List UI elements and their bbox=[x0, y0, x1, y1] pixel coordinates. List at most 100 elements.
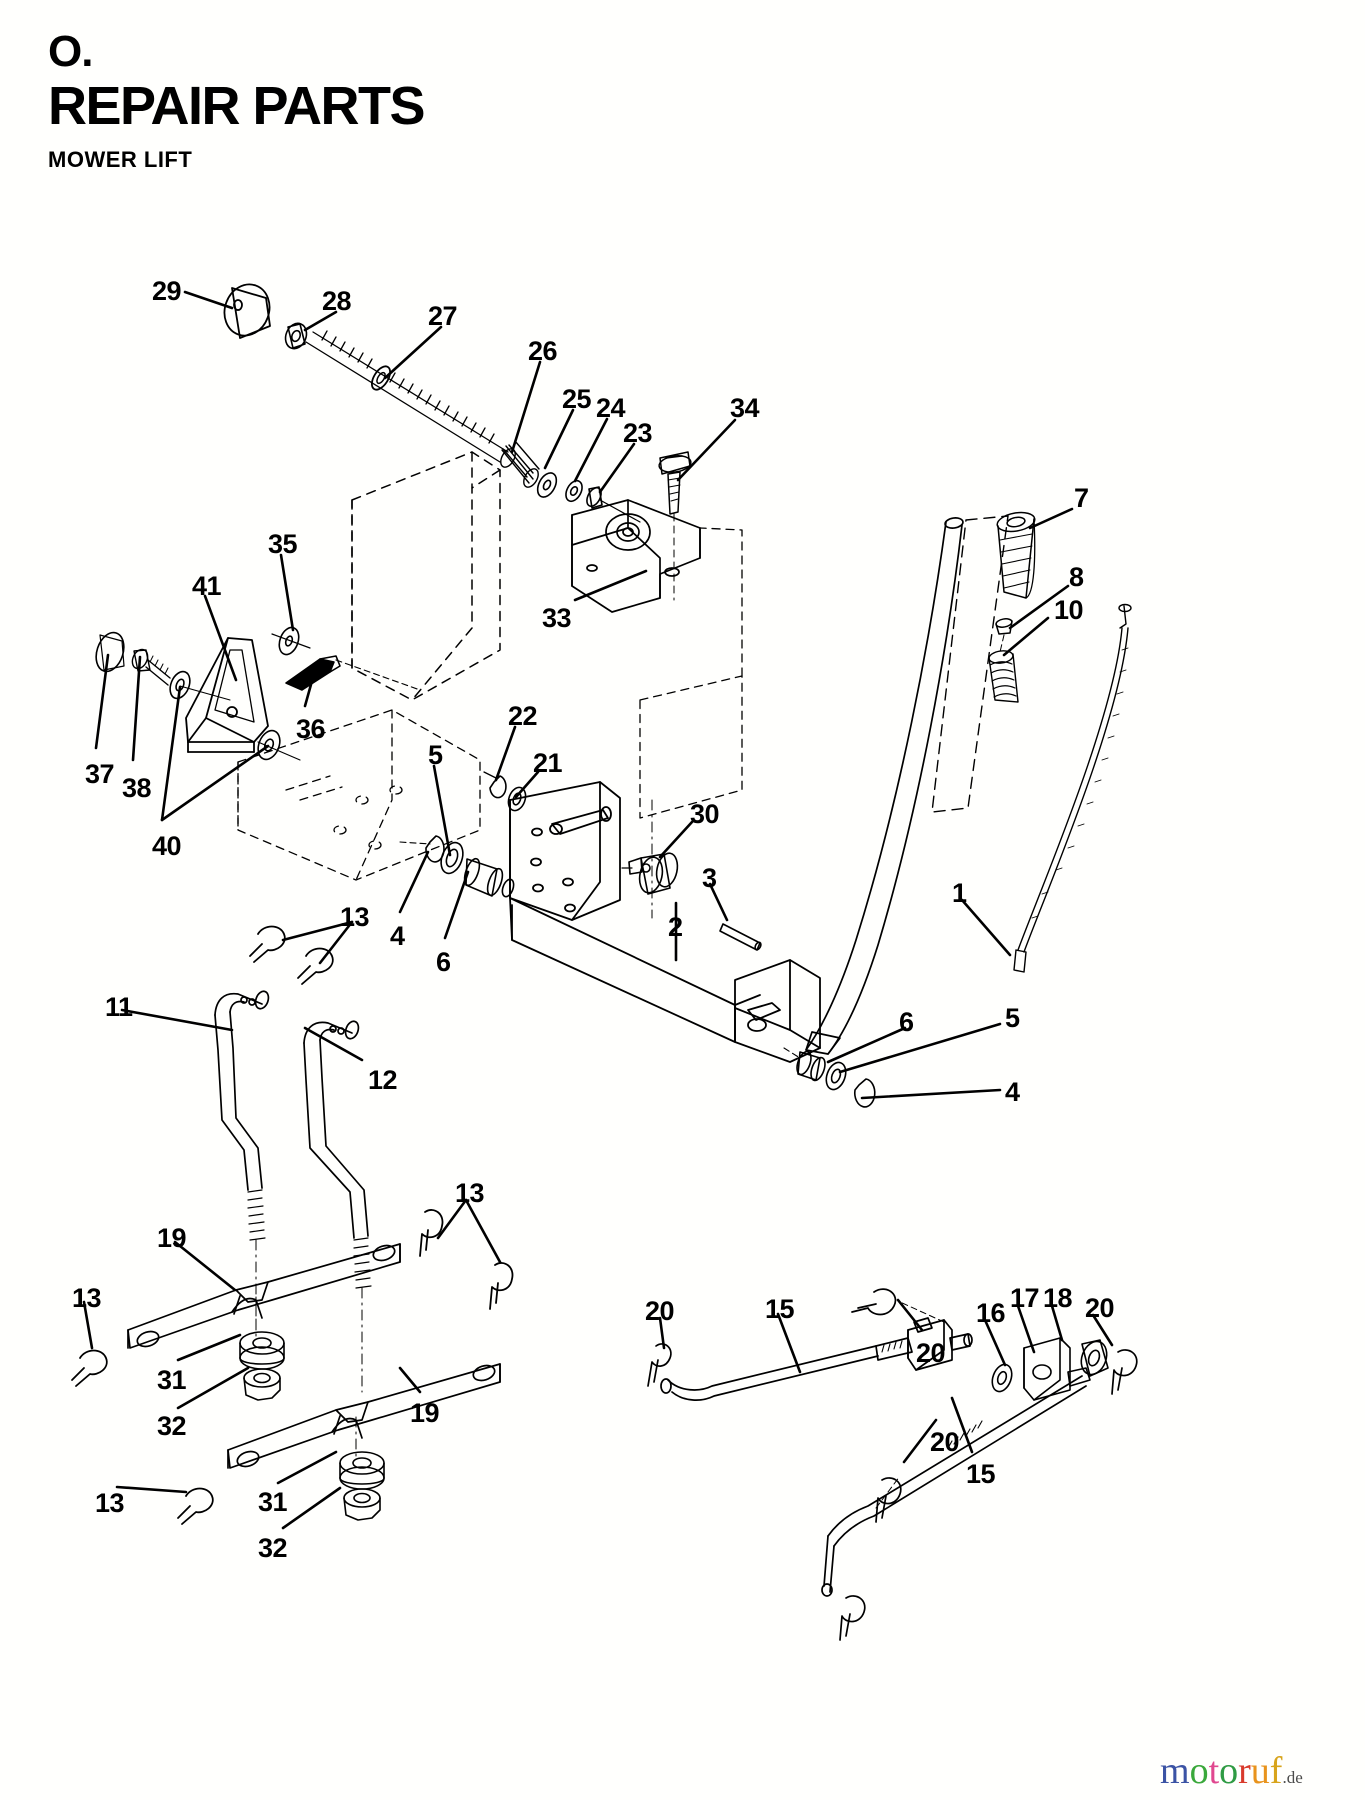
logo-letter-t: t bbox=[1208, 1750, 1220, 1792]
part-10-spring bbox=[988, 649, 1018, 702]
callout-38: 38 bbox=[122, 773, 152, 803]
callout-30: 30 bbox=[690, 799, 720, 829]
part-13-hairpin-mid-b bbox=[490, 1263, 513, 1309]
part-38-bolt bbox=[129, 647, 170, 685]
part-20-hairpin-d bbox=[876, 1478, 901, 1522]
callout-19-a: 19 bbox=[157, 1223, 187, 1253]
part-37-cap bbox=[91, 629, 128, 675]
callout-26: 26 bbox=[528, 336, 558, 366]
part-4b-e-clip bbox=[855, 1079, 875, 1107]
part-13-hairpin-lowleft bbox=[178, 1489, 213, 1525]
logo-letter-m: m bbox=[1160, 1750, 1190, 1792]
callout-15-a: 15 bbox=[765, 1294, 795, 1324]
callout-20-d: 20 bbox=[930, 1427, 960, 1457]
ghost-chassis-frame bbox=[238, 528, 742, 880]
callout-28: 28 bbox=[322, 286, 352, 316]
callout-4-lower: 4 bbox=[1005, 1077, 1020, 1107]
part-8-plug bbox=[995, 618, 1012, 652]
part-15-front-rod-upper bbox=[661, 1302, 972, 1400]
part-1-lift-lever bbox=[806, 517, 964, 1054]
callout-6-lower: 6 bbox=[899, 1007, 914, 1037]
callout-19-b: 19 bbox=[410, 1398, 440, 1428]
part-19-suspension-arm-lower bbox=[228, 1363, 500, 1469]
logo-letter-r: r bbox=[1238, 1750, 1251, 1792]
part-5b-washer bbox=[823, 1060, 849, 1092]
part-35-washer bbox=[272, 625, 310, 657]
ghost-mounting-panel bbox=[352, 452, 500, 700]
callout-1: 1 bbox=[952, 878, 967, 908]
part-13-hairpin-upper-b bbox=[298, 949, 333, 985]
part-33-bracket bbox=[572, 500, 700, 612]
part-17-clevis bbox=[1024, 1338, 1090, 1400]
callout-13-c: 13 bbox=[72, 1283, 102, 1313]
callout-27: 27 bbox=[428, 301, 458, 331]
part-15-front-rod-lower bbox=[822, 1376, 1086, 1596]
part-29-knob bbox=[217, 278, 276, 342]
section-letter: O. bbox=[48, 27, 93, 76]
callout-35: 35 bbox=[268, 529, 298, 559]
callout-21: 21 bbox=[533, 748, 563, 778]
part-21-bushing bbox=[505, 785, 528, 813]
callout-4-upper: 4 bbox=[390, 921, 405, 951]
part-13-hairpin-left bbox=[72, 1351, 107, 1387]
leader-lines bbox=[84, 292, 1112, 1528]
part-20-hairpin-a bbox=[648, 1344, 671, 1386]
part-27-threaded-rod bbox=[306, 331, 508, 462]
part-20-hairpin-c bbox=[1112, 1350, 1137, 1394]
part-11-lift-link-left bbox=[215, 989, 271, 1330]
part-18-nut bbox=[1077, 1338, 1111, 1378]
logo-letter-f: f bbox=[1269, 1750, 1283, 1792]
part-30-pivot-collar bbox=[622, 800, 680, 918]
part-2-lift-link bbox=[510, 782, 820, 1062]
callout-40: 40 bbox=[152, 831, 182, 861]
part-34-screw bbox=[658, 452, 692, 600]
part-32-lock-nut-lower bbox=[344, 1489, 380, 1520]
callout-12: 12 bbox=[368, 1065, 398, 1095]
callout-29: 29 bbox=[152, 276, 182, 306]
part-20-hairpin-e bbox=[840, 1596, 865, 1640]
callout-22: 22 bbox=[508, 701, 538, 731]
logo-letter-o2: o bbox=[1219, 1750, 1239, 1792]
part-24-washer bbox=[563, 478, 586, 504]
callout-23: 23 bbox=[623, 418, 653, 448]
logo-letter-u: u bbox=[1250, 1750, 1270, 1792]
callout-32-a: 32 bbox=[157, 1411, 187, 1441]
callout-33: 33 bbox=[542, 603, 572, 633]
callout-20-b: 20 bbox=[916, 1338, 946, 1368]
ghost-lever-outline bbox=[932, 516, 1008, 812]
callout-3: 3 bbox=[702, 863, 717, 893]
part-22-retaining-ring bbox=[484, 772, 506, 798]
callout-16: 16 bbox=[976, 1298, 1006, 1328]
callout-41: 41 bbox=[192, 571, 222, 601]
callout-37: 37 bbox=[85, 759, 115, 789]
part-28-nut bbox=[282, 320, 310, 352]
part-23-nut bbox=[584, 485, 604, 508]
callout-13-d: 13 bbox=[95, 1488, 125, 1518]
callout-15-b: 15 bbox=[966, 1459, 996, 1489]
part-5a-washer bbox=[437, 840, 467, 877]
callout-18: 18 bbox=[1043, 1283, 1073, 1313]
part-32-lock-nut-upper bbox=[244, 1369, 280, 1400]
part-20-hairpin-b bbox=[852, 1289, 895, 1314]
part-1-cable bbox=[1014, 605, 1131, 973]
callout-31-a: 31 bbox=[157, 1365, 187, 1395]
logo-tld: .de bbox=[1282, 1768, 1303, 1787]
part-40-washer-lower bbox=[254, 727, 284, 762]
part-31-spacer-upper bbox=[240, 1332, 284, 1369]
callout-6-upper: 6 bbox=[436, 947, 451, 977]
part-13-hairpin-mid-a bbox=[420, 1210, 443, 1256]
callout-13-b: 13 bbox=[455, 1178, 485, 1208]
callout-5-upper: 5 bbox=[428, 740, 443, 770]
callout-10: 10 bbox=[1054, 595, 1084, 625]
callout-8: 8 bbox=[1069, 562, 1084, 592]
callout-25: 25 bbox=[562, 384, 592, 414]
logo-letter-o1: o bbox=[1189, 1750, 1209, 1792]
callout-11: 11 bbox=[105, 992, 133, 1022]
part-41-lever-guide bbox=[180, 638, 300, 760]
part-16-washer bbox=[989, 1362, 1015, 1394]
part-7-grip bbox=[996, 510, 1037, 598]
part-13-hairpin-upper-a bbox=[250, 927, 285, 963]
part-12-lift-link-right bbox=[304, 1019, 371, 1392]
part-3-roll-pin bbox=[720, 924, 762, 951]
